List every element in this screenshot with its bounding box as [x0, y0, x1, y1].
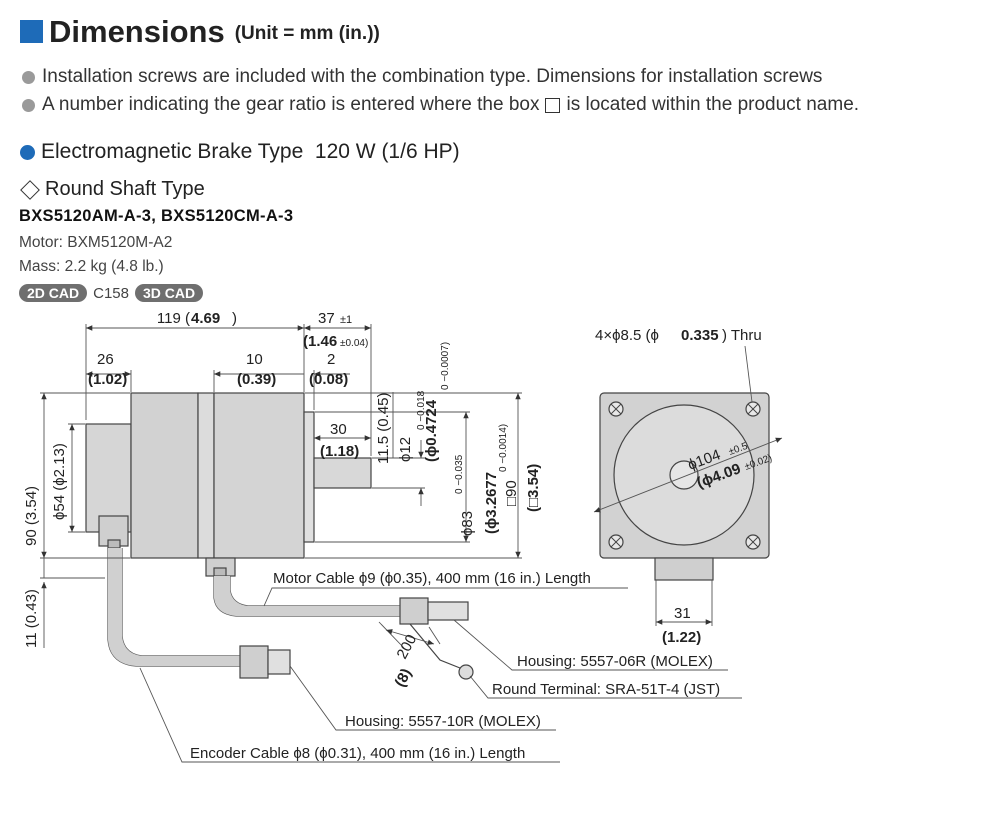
svg-text:): ) [232, 310, 237, 327]
svg-text:0 −0.018: 0 −0.018 [416, 390, 427, 430]
cad-2d-button[interactable]: 2D CAD [19, 284, 88, 302]
dim-119: 119 ( [157, 310, 190, 327]
gray-bullet-icon [22, 70, 35, 84]
dim-30: 30 [330, 421, 347, 438]
unit-note: (Unit = mm (in.)) [234, 23, 380, 44]
cable-fill [108, 548, 400, 666]
side-view [85, 392, 372, 577]
dim-26-in: (1.02) [88, 371, 127, 388]
svg-text:±0.04): ±0.04) [340, 338, 368, 349]
motor-cable-label: Motor Cable ϕ9 (ϕ0.35), 400 mm (16 in.) … [273, 570, 591, 587]
svg-text:±1: ±1 [340, 314, 352, 326]
motor-body [130, 392, 199, 559]
dim-90: 90 (3.54) [23, 486, 40, 546]
holes-label: 4×ϕ8.5 (ϕ [595, 327, 659, 344]
cad-links: 2D CAD C158 3D CAD [19, 284, 204, 302]
housing-06-label: Housing: 5557-06R (MOLEX) [517, 653, 713, 670]
blue-square-icon [20, 20, 43, 43]
dim-11: 11 (0.43) [23, 589, 40, 648]
model-names: BXS5120AM-A-3, BXS5120CM-A-3 [19, 207, 294, 225]
pilot [303, 411, 315, 543]
connectors [239, 597, 474, 680]
dim-54: ϕ54 (ϕ2.13) [51, 443, 68, 520]
dim-sq90: □90 [503, 480, 520, 506]
dim-phi12: ϕ12 [397, 437, 414, 462]
encoder-housing [85, 423, 132, 533]
housing-06-connector [399, 597, 429, 625]
dim-2: 2 [327, 351, 335, 368]
svg-text:0.335: 0.335 [681, 327, 719, 344]
housing-10-connector [239, 645, 269, 679]
subsection-title: Round Shaft Type [19, 178, 205, 201]
motor-name: Motor: BXM5120M-A2 [19, 234, 173, 251]
dim-phi12-in: (ϕ0.4724 [423, 399, 440, 462]
section-header: Dimensions (Unit = mm (in.)) [20, 14, 380, 50]
dim-phi83: ϕ83 [459, 511, 476, 536]
svg-text:) Thru: ) Thru [722, 327, 762, 344]
svg-text:0 −0.035: 0 −0.035 [454, 454, 465, 494]
dim-119-in: 4.69 [191, 310, 220, 327]
cad-code: C158 [93, 284, 129, 302]
svg-text:0 −0.0007): 0 −0.0007) [440, 342, 451, 390]
dim-26: 26 [97, 351, 114, 368]
gray-bullet-icon [22, 98, 35, 112]
dim-10-in: (0.39) [237, 371, 276, 388]
dim-sq90-in: (□3.54) [525, 464, 542, 512]
round-terminal-label: Round Terminal: SRA-51T-4 (JST) [492, 681, 720, 698]
gear-flange [213, 392, 305, 559]
note-screws: Installation screws are included with th… [22, 66, 822, 88]
front-view [599, 392, 770, 581]
front-connector-boss [654, 557, 714, 581]
round-terminal-icon [458, 664, 474, 680]
dim-phi83-in: (ϕ3.2677 [483, 472, 500, 534]
dim-2-in: (0.08) [309, 371, 348, 388]
dim-37: 37 [318, 310, 335, 327]
dim-31-in: (1.22) [662, 629, 701, 646]
dim-37-in: (1.46 [303, 333, 337, 350]
dim-11-5: 11.5 (0.45) [375, 393, 392, 464]
mass: Mass: 2.2 kg (4.8 lb.) [19, 258, 164, 275]
dim-30-in: (1.18) [320, 443, 359, 460]
brake-ring [197, 392, 215, 559]
dim-31: 31 [674, 605, 691, 622]
svg-text:0 −0.0014): 0 −0.0014) [498, 424, 509, 472]
note-gear-ratio: A number indicating the gear ratio is en… [22, 94, 859, 116]
blue-bullet-icon [20, 144, 35, 160]
page-title: Dimensions [49, 14, 225, 49]
dim-8: (8) [392, 666, 416, 690]
cad-3d-button[interactable]: 3D CAD [134, 284, 204, 302]
encoder-cable-label: Encoder Cable ϕ8 (ϕ0.31), 400 mm (16 in.… [190, 745, 525, 762]
dim-200: 200 [394, 632, 421, 662]
section-title: Electromagnetic Brake Type 120 W (1/6 HP… [20, 140, 460, 164]
dim-10: 10 [246, 351, 263, 368]
output-shaft [313, 457, 372, 489]
box-symbol-icon [545, 97, 561, 113]
housing-10-label: Housing: 5557-10R (MOLEX) [345, 713, 541, 730]
